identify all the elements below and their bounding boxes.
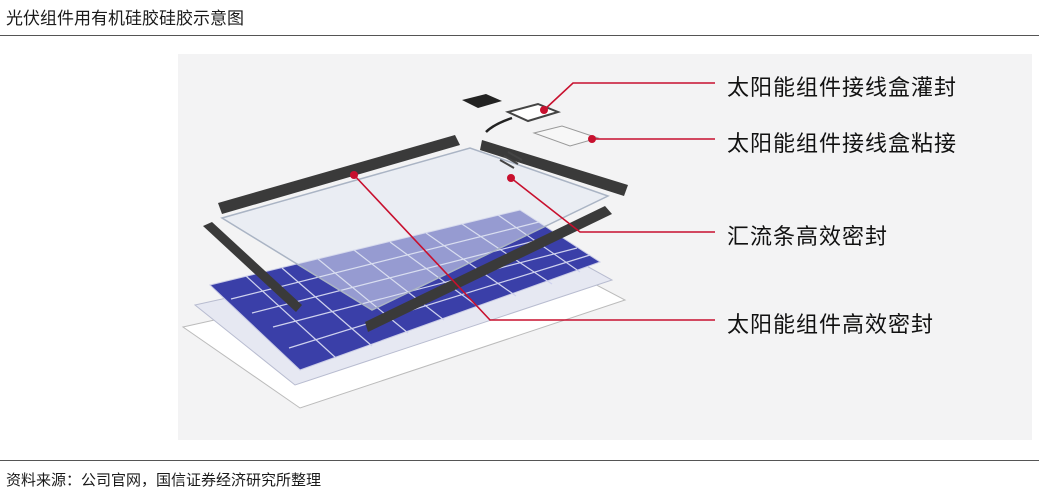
top-divider (0, 35, 1039, 36)
leader-line-1 (543, 82, 715, 111)
callout-junction-box-bonding: 太阳能组件接线盒粘接 (727, 132, 958, 157)
glass-layer (220, 147, 610, 311)
source-note: 资料来源：公司官网，国信证券经济研究所整理 (6, 471, 322, 489)
bottom-divider (0, 460, 1039, 461)
connector-cable (485, 116, 513, 133)
frame-rail-left (203, 222, 302, 312)
leader-dot-1 (540, 106, 548, 114)
frame-rail-front (365, 206, 612, 332)
leader-line-4 (353, 174, 715, 321)
frame-rail-right (480, 140, 628, 196)
callout-junction-box-potting: 太阳能组件接线盒灌封 (727, 76, 958, 101)
frame-rail-back (218, 135, 460, 214)
junction-box-base (532, 125, 600, 147)
leader-dot-4 (350, 171, 358, 179)
junction-box-lid (505, 102, 562, 123)
leader-line-3 (510, 177, 715, 233)
busbar-ribbons (499, 151, 523, 169)
leader-dot-2 (588, 135, 596, 143)
leader-dot-3 (507, 174, 515, 182)
figure-title: 光伏组件用有机硅胶硅胶示意图 (6, 9, 244, 29)
callout-busbar-sealing: 汇流条高效密封 (727, 225, 889, 250)
junction-box-icon (462, 94, 502, 108)
callout-module-sealing: 太阳能组件高效密封 (727, 313, 935, 338)
